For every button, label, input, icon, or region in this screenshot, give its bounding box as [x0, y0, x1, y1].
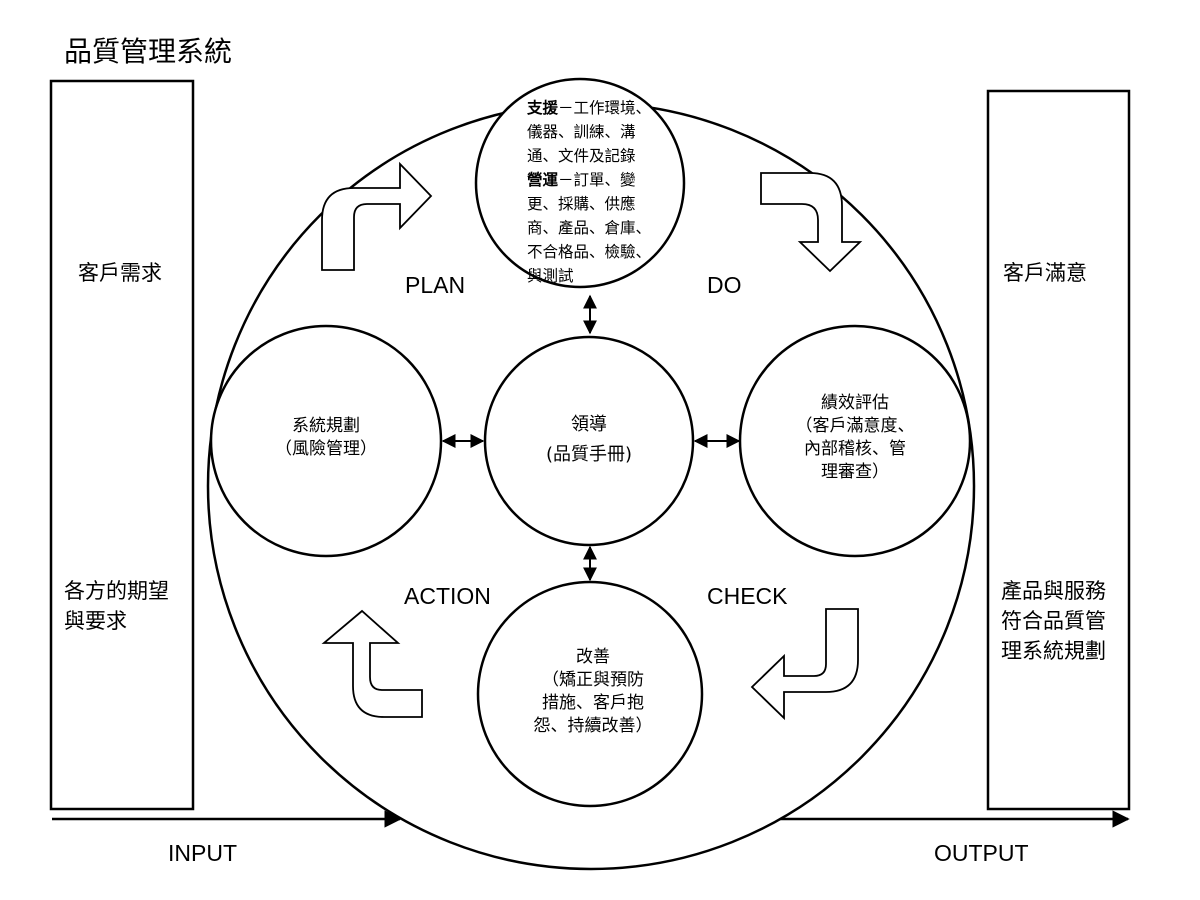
support-items: －工作環境、	[558, 99, 652, 117]
operations-line-5: 與測試	[527, 267, 574, 285]
label-output: OUTPUT	[934, 840, 1029, 866]
operations-line-2: 更、採購、供應	[527, 195, 636, 213]
output-conformance-line-2: 符合品質管	[1001, 609, 1106, 633]
input-expectations: 各方的期望 與要求	[64, 576, 169, 636]
page-title: 品質管理系統	[64, 35, 233, 68]
planning-label: 系統規劃	[292, 416, 360, 436]
operations-heading: 營運	[527, 171, 559, 189]
improvement-text: 改善 （矯正與預防 措施、客戶抱 怨、持續改善）	[508, 646, 678, 738]
curved-arrow-check	[750, 608, 859, 721]
support-line-2: 儀器、訓練、溝	[527, 123, 636, 141]
operations-line-4: 不合格品、檢驗、	[527, 243, 652, 261]
curved-arrow-plan	[321, 161, 433, 271]
risk-management-label: （風險管理）	[275, 439, 377, 459]
curved-arrow-do	[760, 172, 863, 273]
output-box	[986, 89, 1131, 811]
improvement-line-4: 怨、持續改善）	[533, 716, 653, 736]
improvement-line-1: 改善	[576, 647, 610, 667]
input-expectations-line-2: 與要求	[64, 609, 127, 633]
improvement-circle	[476, 580, 704, 808]
support-heading: 支援	[527, 99, 559, 117]
leadership-text: 領導 (品質手冊)	[509, 410, 669, 470]
input-box	[49, 79, 195, 811]
output-satisfaction: 客戶滿意	[1003, 261, 1087, 285]
label-check: CHECK	[707, 583, 788, 609]
input-expectations-line-1: 各方的期望	[64, 579, 169, 603]
leadership-label: 領導	[571, 414, 607, 435]
output-conformance: 產品與服務 符合品質管 理系統規劃	[1001, 576, 1106, 666]
label-action: ACTION	[404, 583, 491, 609]
planning-circle	[209, 324, 443, 558]
support-line: 支援－工作環境、	[527, 96, 685, 120]
support-operations-text: 支援－工作環境、 儀器、訓練、溝 通、文件及記錄 營運－訂單、變 更、採購、供應…	[527, 96, 685, 288]
planning-text: 系統規劃 （風險管理）	[246, 415, 406, 461]
evaluation-text: 績效評估 （客戶滿意度、 內部稽核、管 理審查）	[770, 392, 940, 484]
quality-manual-label: (品質手冊)	[545, 444, 633, 465]
operations-items: －訂單、變	[558, 171, 636, 189]
improvement-line-2: （矯正與預防	[542, 670, 644, 690]
operations-line-3: 商、產品、倉庫、	[527, 219, 652, 237]
evaluation-line-3: 內部稽核、管	[804, 439, 906, 459]
output-conformance-line-1: 產品與服務	[1001, 579, 1106, 603]
evaluation-line-1: 績效評估	[821, 393, 889, 413]
evaluation-line-4: 理審查）	[821, 462, 889, 482]
leadership-circle	[483, 335, 695, 547]
output-conformance-line-3: 理系統規劃	[1001, 639, 1106, 663]
input-customer-needs: 客戶需求	[78, 261, 162, 285]
label-plan: PLAN	[405, 272, 466, 298]
improvement-line-3: 措施、客戶抱	[542, 693, 644, 713]
evaluation-line-2: （客戶滿意度、	[795, 416, 915, 436]
curved-arrow-action	[321, 609, 423, 718]
support-line-3: 通、文件及記錄	[527, 147, 636, 165]
label-do: DO	[707, 272, 742, 298]
label-input: INPUT	[168, 840, 237, 866]
operations-line: 營運－訂單、變	[527, 168, 685, 192]
support-operations-circle	[474, 77, 686, 289]
